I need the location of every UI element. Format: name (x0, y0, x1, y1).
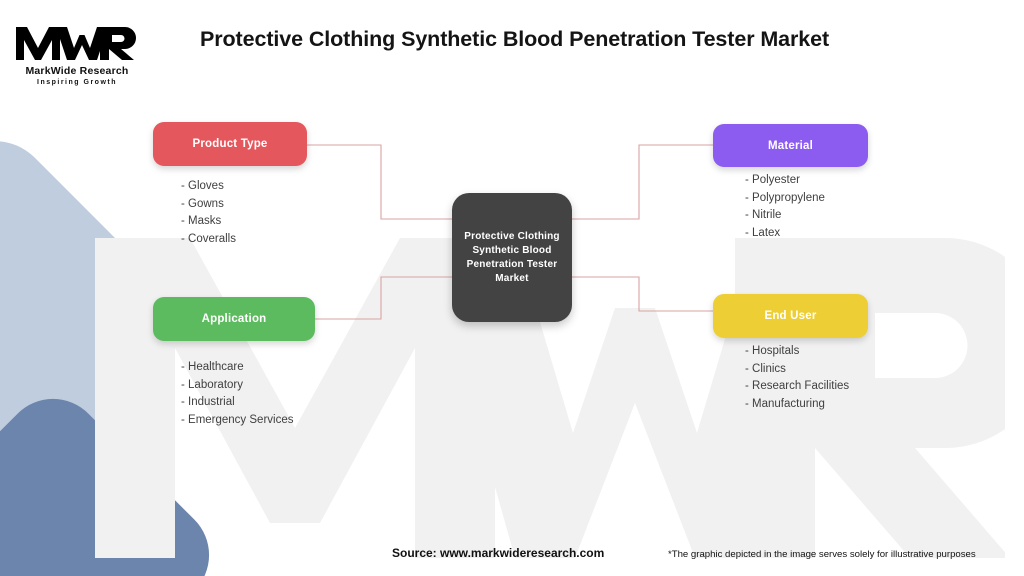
center-node-line-1: Protective Clothing (464, 230, 560, 242)
list-item: - Emergency Services (181, 413, 294, 426)
list-item: - Polypropylene (745, 191, 825, 204)
disclaimer-note: *The graphic depicted in the image serve… (668, 549, 976, 560)
center-node-line-4: Market (495, 272, 529, 284)
list-item: - Clinics (745, 362, 786, 375)
branch-node-end-user[interactable]: End User (713, 294, 868, 338)
list-item: - Hospitals (745, 345, 800, 357)
list-item: - Masks (181, 215, 222, 227)
branch-label-end-user: End User (764, 310, 817, 322)
branch-label-product-type: Product Type (192, 138, 268, 150)
list-item: - Manufacturing (745, 397, 825, 410)
page-title: Protective Clothing Synthetic Blood Pene… (200, 27, 830, 51)
logo-company-name: MarkWide Research (25, 65, 129, 77)
list-item: - Gloves (181, 180, 224, 192)
branch-label-application: Application (201, 313, 267, 325)
branch-label-material: Material (767, 139, 814, 152)
branch-node-application[interactable]: Application (153, 297, 315, 341)
item-list-material: - Polyester - Polypropylene - Nitrile - … (745, 172, 825, 242)
brand-logo: MarkWide Research Inspiring Growth (14, 22, 140, 88)
list-item: - Laboratory (181, 378, 244, 391)
list-item: - Healthcare (181, 361, 244, 373)
center-node-line-3: Penetration Tester (466, 258, 558, 270)
list-item: - Research Facilities (745, 380, 850, 392)
source-note[interactable]: Source: www.markwideresearch.com (392, 546, 605, 560)
list-item: - Coveralls (181, 232, 236, 245)
branch-node-product-type[interactable]: Product Type (153, 122, 307, 166)
list-item: - Latex (745, 226, 781, 239)
list-item: - Nitrile (745, 209, 782, 221)
item-list-end-user: - Hospitals - Clinics - Research Facilit… (745, 343, 849, 413)
item-list-application: - Healthcare - Laboratory - Industrial -… (181, 359, 293, 429)
center-node-line-2: Synthetic Blood (472, 244, 552, 256)
branch-node-material[interactable]: Material (713, 124, 868, 167)
logo-mwr-mark (16, 27, 136, 60)
logo-tagline: Inspiring Growth (37, 79, 117, 86)
list-item: - Gowns (181, 197, 224, 210)
list-item: - Industrial (181, 396, 235, 408)
center-node: Protective Clothing Synthetic Blood Pene… (452, 193, 572, 322)
item-list-product-type: - Gloves - Gowns - Masks - Coveralls (181, 178, 236, 248)
list-item: - Polyester (745, 174, 800, 186)
